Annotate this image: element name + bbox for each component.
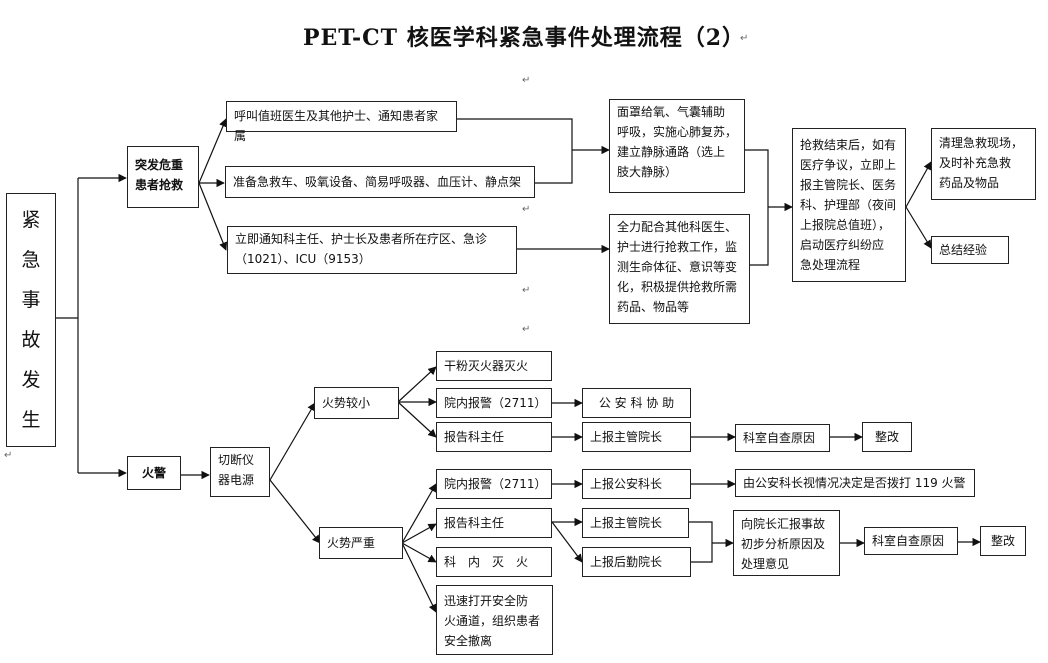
arrow-to-evacuate bbox=[401, 542, 437, 613]
cooperate-node: 全力配合其他科医生、 护士进行抢救工作，监 测生命体征、意识等变 化，积极提供抢… bbox=[609, 214, 750, 324]
report-logistics-vp-node: 上报后勤院长 bbox=[582, 547, 691, 577]
fire-severe-node: 火势严重 bbox=[319, 527, 403, 559]
root-char: 发 bbox=[21, 369, 41, 391]
dept-extinguish-node: 科 内 灭 火 bbox=[436, 547, 552, 577]
root-char: 紧 bbox=[21, 209, 41, 231]
root-char: 急 bbox=[21, 249, 41, 271]
report-director-small-node: 报告科主任 bbox=[436, 422, 552, 452]
paragraph-mark: ↵ bbox=[4, 450, 13, 461]
report-vp-severe-node: 上报主管院长 bbox=[582, 508, 689, 538]
self-check-small-node: 科室自查原因 bbox=[735, 424, 830, 452]
rectify-small-node: 整改 bbox=[862, 422, 912, 452]
arrow-to-internal-severe bbox=[401, 483, 437, 544]
arrow-to-summary bbox=[905, 206, 932, 249]
arrow-to-notify bbox=[198, 182, 228, 251]
paragraph-mark: ↵ bbox=[522, 75, 531, 86]
fire-small-node: 火势较小 bbox=[314, 387, 399, 419]
report-president-node: 向院长汇报事故 初步分析原因及 处理意见 bbox=[733, 510, 840, 576]
arrow-to-director-severe bbox=[401, 523, 437, 544]
cut-power-node: 切断仪 器电源 bbox=[210, 447, 270, 497]
evacuate-node: 迅速打开安全防 火通道，组织患者 安全撤离 bbox=[436, 585, 553, 655]
emergency-node: 突发危重 患者抢救 bbox=[127, 146, 199, 208]
arrow-to-clean bbox=[905, 161, 932, 208]
paragraph-mark: ↵ bbox=[522, 285, 531, 296]
arrow-to-fire-small bbox=[269, 402, 316, 481]
paragraph-mark: ↵ bbox=[522, 324, 531, 335]
paragraph-mark: ↵ bbox=[522, 204, 531, 215]
arrow-to-dry-powder bbox=[397, 366, 437, 403]
prepare-equipment-node: 准备急救车、吸氧设备、简易呼吸器、血压计、静点架 bbox=[225, 166, 535, 198]
arrow-to-fire-severe bbox=[269, 479, 321, 544]
paragraph-mark: ↵ bbox=[740, 33, 749, 44]
call-doctor-node: 呼叫值班医生及其他护士、通知患者家属 bbox=[226, 101, 457, 143]
after-rescue-node: 抢救结束后，如有 医疗争议，立即上 报主管院长、医务 科、护理部（夜间 上报院总… bbox=[792, 128, 906, 282]
root-char: 生 bbox=[21, 409, 41, 431]
root-char: 故 bbox=[21, 329, 41, 351]
arrow-to-call bbox=[198, 118, 227, 184]
rectify-severe-node: 整改 bbox=[980, 526, 1026, 556]
oxygen-cpr-node: 面罩给氧、气囊辅助 呼吸，实施心肺复苏， 建立静脉通路（选上 肢大静脉） bbox=[609, 99, 745, 193]
diagram-title: PET-CT 核医学科紧急事件处理流程（2） bbox=[302, 25, 746, 51]
root-char: 事 bbox=[21, 289, 41, 311]
report-internal-severe-node: 院内报警（2711） bbox=[436, 469, 552, 499]
summary-node: 总结经验 bbox=[931, 236, 1009, 264]
security-decision-node: 由公安科长视情况决定是否拨打 119 火警 bbox=[735, 469, 975, 497]
connector-merge-president bbox=[689, 521, 733, 563]
report-director-severe-node: 报告科主任 bbox=[436, 508, 552, 538]
arrow-to-logistics-vp bbox=[551, 521, 583, 563]
dry-powder-node: 干粉灭火器灭火 bbox=[436, 351, 552, 381]
notify-director-node: 立即通知科主任、护士长及患者所在疗区、急诊 （1021）、ICU（9153） bbox=[227, 226, 517, 274]
fire-node: 火警 bbox=[127, 456, 181, 490]
clean-site-node: 清理急救现场， 及时补充急救 药品及物品 bbox=[931, 128, 1036, 200]
connector-merge-top bbox=[456, 118, 609, 184]
report-internal-small-node: 院内报警（2711） bbox=[436, 388, 552, 418]
security-help-node: 公 安 科 协 助 bbox=[582, 388, 691, 418]
report-security-chief-node: 上报公安科长 bbox=[582, 469, 691, 499]
arrow-to-dept-extinguish bbox=[401, 542, 437, 563]
connector-root bbox=[55, 178, 79, 473]
self-check-severe-node: 科室自查原因 bbox=[864, 527, 958, 555]
connector-merge-right bbox=[745, 149, 792, 266]
root-event-box: 紧 急 事 故 发 生 bbox=[6, 193, 56, 447]
arrow-to-director-small bbox=[397, 401, 437, 438]
report-vp-small-node: 上报主管院长 bbox=[582, 422, 691, 452]
